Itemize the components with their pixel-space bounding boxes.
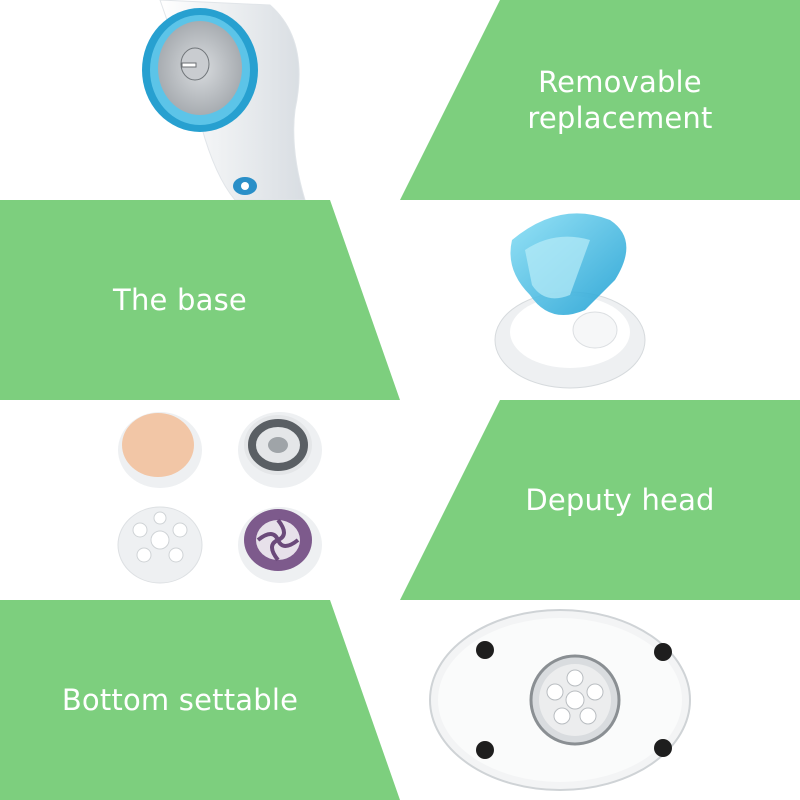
bristle-head	[238, 412, 322, 488]
massage-head	[117, 506, 203, 584]
banner-label: Bottom settable	[61, 683, 299, 717]
brush-heads-image	[110, 400, 330, 600]
banner-bottom-settable: Bottom settable	[0, 600, 400, 800]
pearl-head	[238, 507, 322, 583]
section-deputy-head: Deputy head	[0, 400, 800, 600]
banner-removable-replacement: Removable replacement	[400, 0, 800, 200]
section-the-base: The base	[0, 200, 800, 400]
banner-label: Deputy head	[525, 483, 715, 517]
banner-deputy-head: Deputy head	[400, 400, 800, 600]
brush-handle-image	[100, 0, 400, 200]
section-bottom-settable: Bottom settable	[0, 600, 800, 800]
sponge-head	[118, 412, 202, 488]
banner-line-2: replacement	[527, 101, 713, 135]
banner-line-1: Removable	[538, 65, 702, 99]
banner-the-base: The base	[0, 200, 400, 400]
device-bottom-image	[425, 600, 695, 800]
charging-base-image	[470, 200, 670, 400]
section-removable-replacement: Removable replacement	[0, 0, 800, 200]
banner-label: The base	[113, 283, 247, 317]
